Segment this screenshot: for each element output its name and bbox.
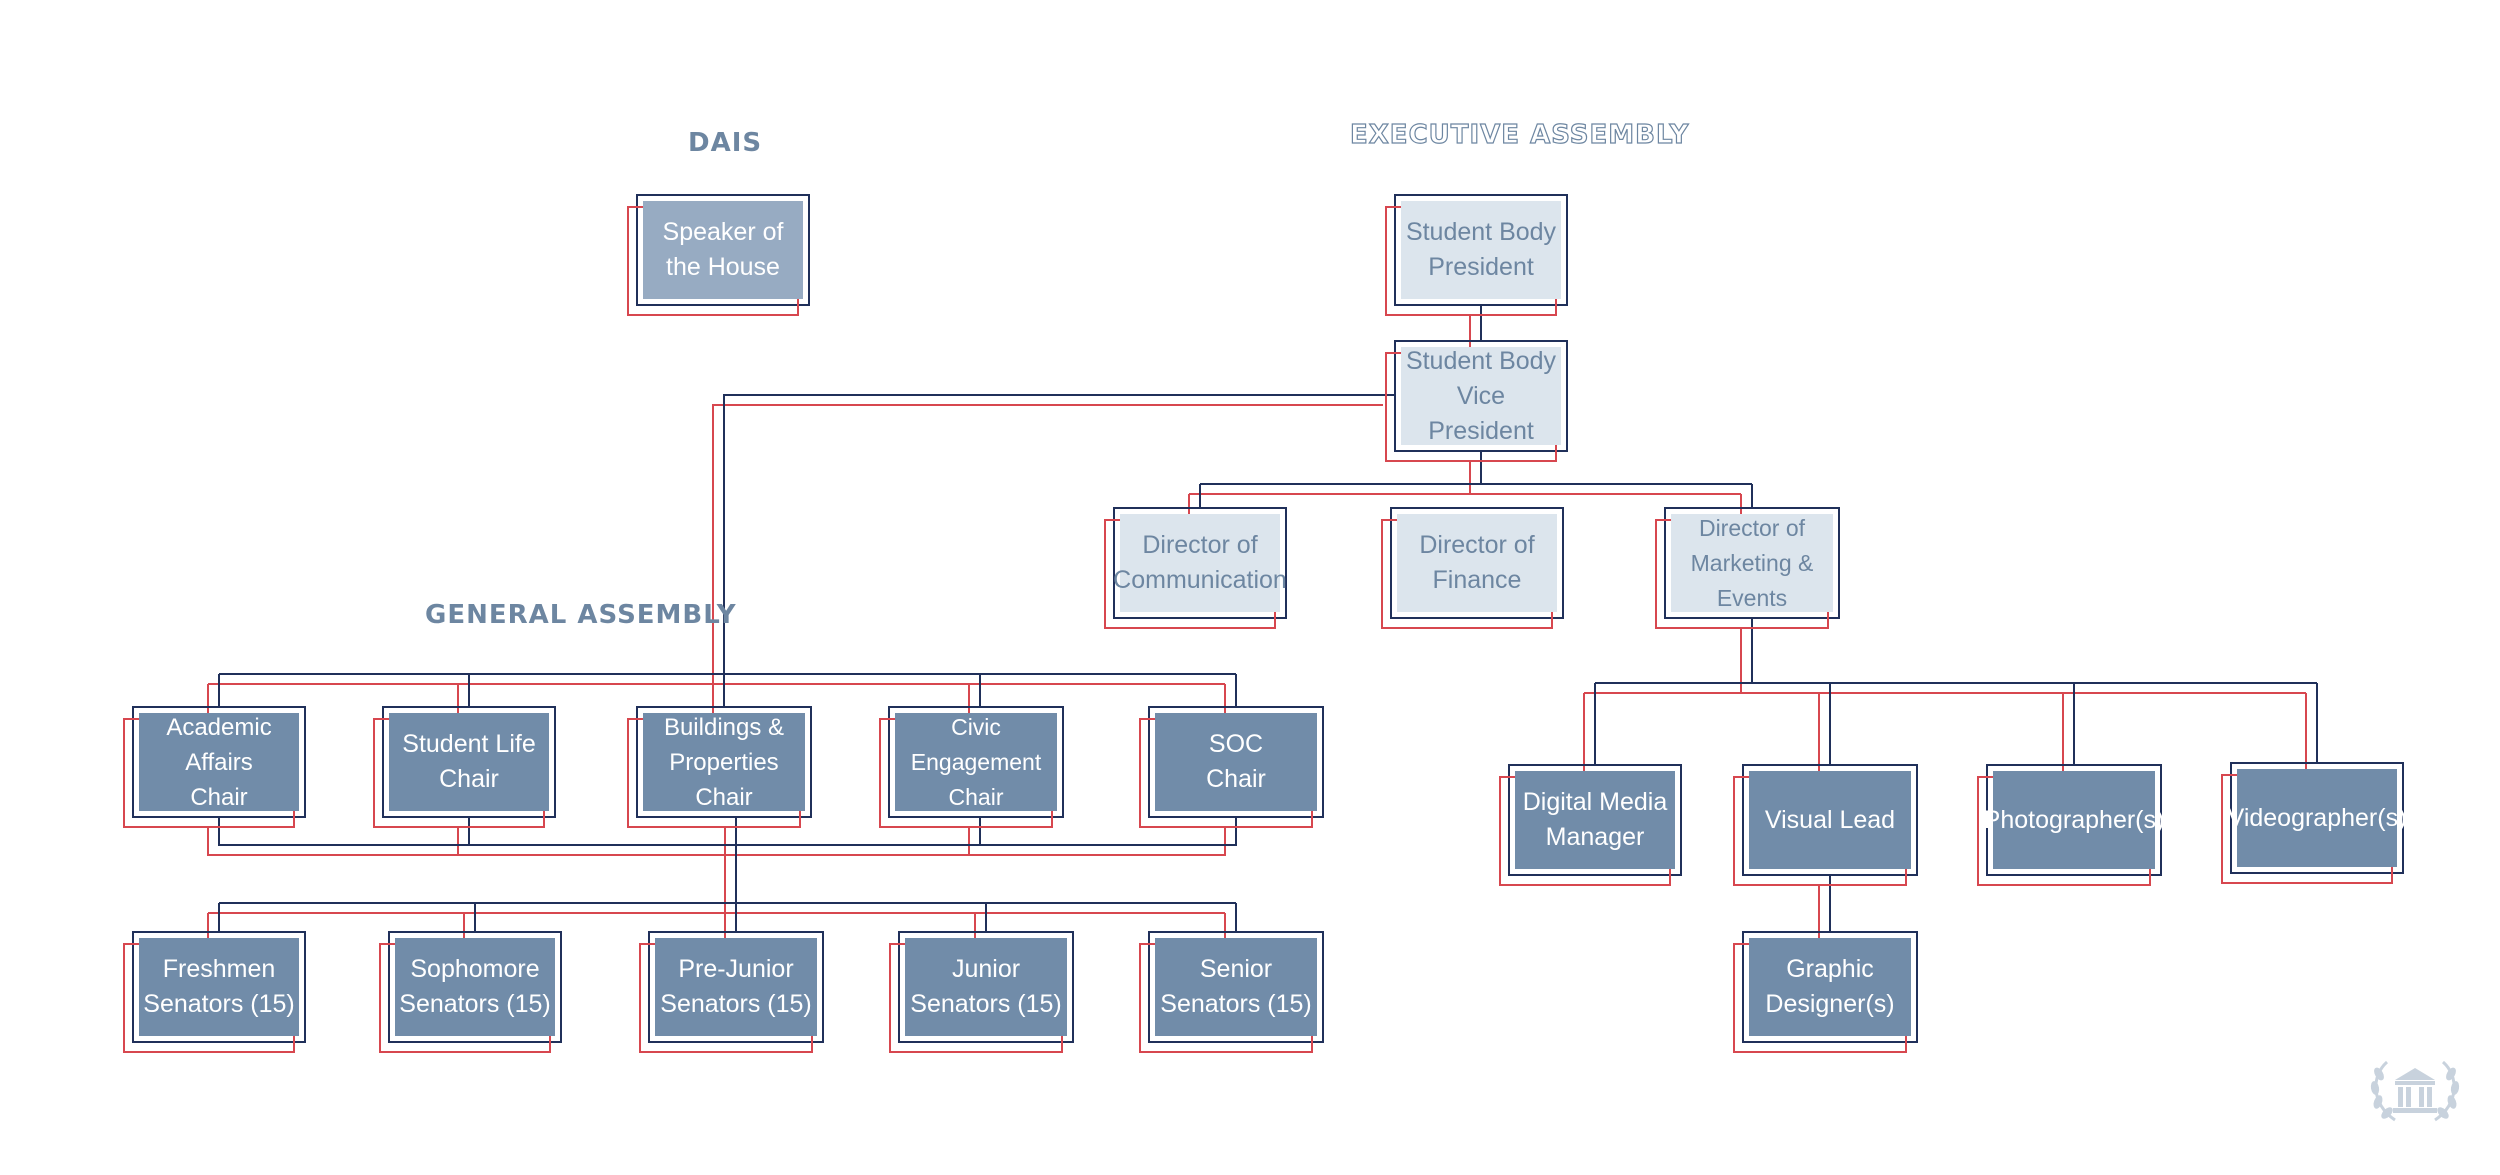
node-label: Photographer(s) xyxy=(1983,805,2165,834)
node-label: Visual Lead xyxy=(1764,805,1896,834)
node-pre-junior-senators[interactable]: Pre-Junior Senators (15) xyxy=(639,931,824,1053)
node-label: Director of Finance xyxy=(1419,531,1535,594)
node-label: Buildings & Properties Chair xyxy=(663,713,785,811)
node-label: Student Body Vice President xyxy=(1405,346,1557,445)
node-speaker-of-the-house[interactable]: Speaker of the House xyxy=(627,194,810,316)
node-videographers[interactable]: Videographer(s) xyxy=(2221,762,2407,884)
node-director-of-marketing-events[interactable]: Director of Marketing & Events xyxy=(1655,507,1840,629)
section-title-dais: DAIS xyxy=(688,128,763,158)
connector-line xyxy=(207,828,1226,856)
node-graphic-designers[interactable]: Graphic Designer(s) xyxy=(1733,931,1918,1053)
node-label: Student Body President xyxy=(1405,218,1557,281)
node-label: Digital Media Manager xyxy=(1522,788,1668,851)
node-label: Speaker of the House xyxy=(662,218,784,281)
node-buildings-properties-chair[interactable]: Buildings & Properties Chair xyxy=(627,706,812,828)
connector-line xyxy=(218,818,1237,846)
node-label: Sophomore Senators (15) xyxy=(399,955,551,1018)
node-director-of-communication[interactable]: Director of Communication xyxy=(1104,507,1287,629)
node-visual-lead[interactable]: Visual Lead xyxy=(1733,764,1918,886)
node-label: Civic Engagement Chair xyxy=(910,713,1042,810)
section-title-executive: EXECUTIVE ASSEMBLY xyxy=(1349,119,1690,150)
node-label: Student Life Chair xyxy=(402,730,536,793)
node-label: Director of Marketing & Events xyxy=(1690,514,1814,611)
node-civic-engagement-chair[interactable]: Civic Engagement Chair xyxy=(879,706,1064,828)
node-digital-media-manager[interactable]: Digital Media Manager xyxy=(1499,764,1682,886)
node-soc-chair[interactable]: SOC Chair xyxy=(1139,706,1324,828)
node-label: Graphic Designer(s) xyxy=(1765,955,1895,1018)
node-label: Junior Senators (15) xyxy=(910,955,1062,1018)
node-freshmen-senators[interactable]: Freshmen Senators (15) xyxy=(123,931,306,1053)
node-senior-senators[interactable]: Senior Senators (15) xyxy=(1139,931,1324,1053)
node-label: Videographer(s) xyxy=(2227,803,2407,832)
node-label: Freshmen Senators (15) xyxy=(143,955,295,1018)
node-label: SOC Chair xyxy=(1206,730,1266,793)
connector-lines xyxy=(207,306,2318,941)
connector-line xyxy=(712,404,1383,716)
node-label: Senior Senators (15) xyxy=(1160,955,1312,1018)
connector-line xyxy=(723,394,1394,706)
node-label: Academic Affairs Chair xyxy=(166,713,272,811)
node-director-of-finance[interactable]: Director of Finance xyxy=(1381,507,1564,629)
node-label: Director of Communication xyxy=(1113,531,1287,594)
node-photographers[interactable]: Photographer(s) xyxy=(1977,764,2165,886)
laurel-building-icon xyxy=(2370,1060,2460,1122)
section-title-general: GENERAL ASSEMBLY xyxy=(425,600,737,630)
node-junior-senators[interactable]: Junior Senators (15) xyxy=(889,931,1074,1053)
node-label: Pre-Junior Senators (15) xyxy=(660,955,812,1018)
node-student-body-president[interactable]: Student Body President xyxy=(1385,194,1568,316)
node-academic-affairs-chair[interactable]: Academic Affairs Chair xyxy=(123,706,306,828)
node-student-life-chair[interactable]: Student Life Chair xyxy=(373,706,556,828)
node-student-body-vice-president[interactable]: Student Body Vice President xyxy=(1385,340,1568,462)
node-sophomore-senators[interactable]: Sophomore Senators (15) xyxy=(379,931,562,1053)
